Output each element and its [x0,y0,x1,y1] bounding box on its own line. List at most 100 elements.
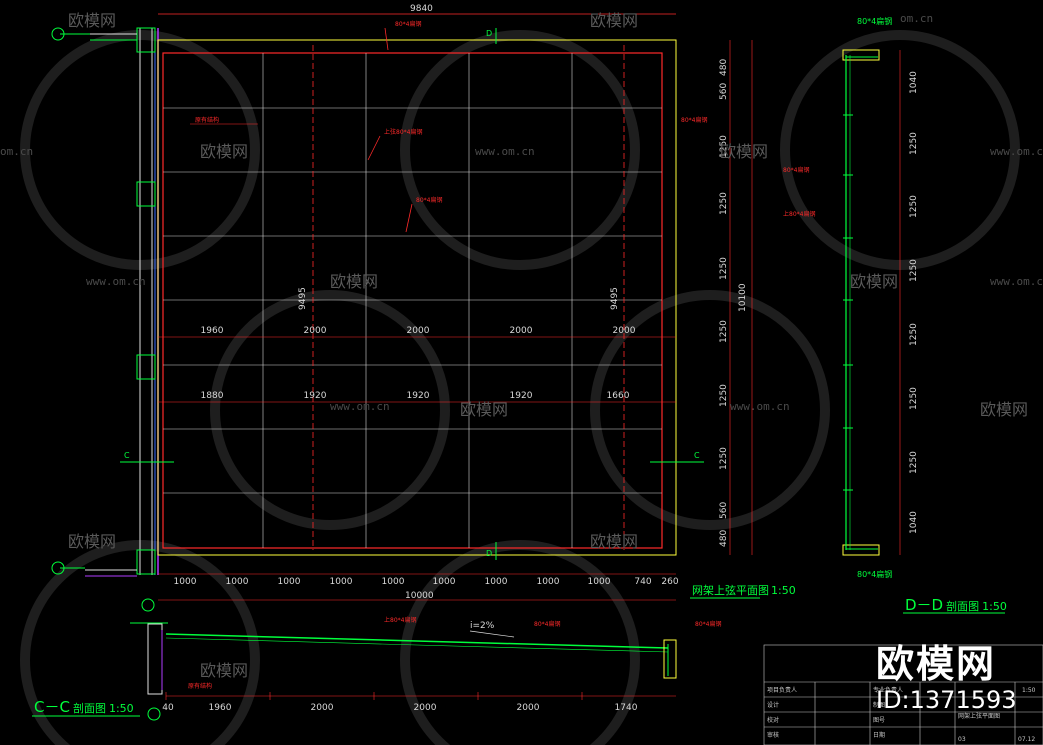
watermark-brand: 欧模网 [68,11,116,30]
tb-sheet: 03 [958,736,966,743]
v-dim-left: 9495 [298,287,308,310]
tb-row-label: 校对 [767,716,779,724]
dd-mid-label1: 80*4扁钢 [783,166,809,174]
cc-dim: 2000 [414,703,437,713]
brand-badge: 欧模网 ID:1371593 [876,642,1036,714]
cc-left-label: 原有结构 [188,682,212,690]
section-c-left-label: C [124,451,130,460]
axis-bubble-top [51,27,65,41]
row-dim: 1880 [201,391,224,401]
row-dim: 2000 [613,326,636,336]
watermark-brand: 欧模网 [200,661,248,680]
model-id: ID:1371593 [876,686,1017,714]
beam-label-a: 上弦80*4扁钢 [384,128,422,136]
watermark-brand: 欧模网 [460,400,508,419]
watermark-site: www.om.cn [475,145,535,158]
right-dim: 560 [719,83,729,100]
row-dim: 1960 [201,326,224,336]
dd-dim: 1250 [909,387,919,410]
cc-dim: 2000 [311,703,334,713]
bottom-dim: 740 [634,577,651,587]
bottom-dim: 1000 [485,577,508,587]
watermark-brand: 欧模网 [68,532,116,551]
dd-bottom-label: 80*4扁钢 [857,569,892,579]
right-dim: 1250 [719,320,729,343]
section-c-right-label: C [694,451,700,460]
cc-label3: 80*4扁钢 [695,620,721,628]
right-beam-label: 80*4扁钢 [681,116,707,124]
cc-slope: i=2% [470,621,495,631]
plan-axis-lines [312,45,625,550]
row-dim: 1920 [407,391,430,401]
watermark-brand: 欧模网 [200,142,248,161]
bottom-dim: 260 [661,577,678,587]
existing-wall [60,27,159,577]
watermark-brand: 欧模网 [850,272,898,291]
dd-top-label: 80*4扁钢 [857,16,892,26]
row-dim: 1920 [304,391,327,401]
dd-section [842,49,901,556]
outer-frame [157,39,677,556]
left-structure-label: 原有结构 [195,116,219,124]
right-dim: 1250 [719,192,729,215]
bottom-dim: 1000 [588,577,611,587]
dd-dim: 1250 [909,323,919,346]
tb-drawing-name: 网架上弦平面图 [958,712,1000,720]
brand-logo: 欧模网 [876,642,997,686]
watermark-site: www.om.cn [86,275,146,288]
tb-scale: 1:50 [1022,687,1036,694]
dd-node-ticks [843,114,853,491]
top-beam-label: 80*4扁钢 [395,20,421,28]
watermark-site: www.om.cn [330,400,390,413]
tb-row-label: 设计 [767,701,779,709]
cc-axis-bubble [147,707,161,721]
row-dim: 1920 [510,391,533,401]
d-mark-bottom: D [486,549,492,558]
watermark-site-partial: om.cn [900,12,933,25]
cc-dim: 2000 [517,703,540,713]
row2-dims: 1880 1920 1920 1920 1660 [201,391,630,401]
tb-date: 07.12 [1018,736,1035,743]
cc-dim: 1960 [209,703,232,713]
right-dim: 1250 [719,257,729,280]
row-dim: 2000 [407,326,430,336]
bottom-dim: 1000 [226,577,249,587]
right-dim: 1250 [719,447,729,470]
watermark-site-partial: om.cn [0,145,33,158]
watermarks: 欧模网欧模网欧模网欧模网欧模网欧模网欧模网欧模网欧模网欧模网欧模网www.om.… [0,11,1043,680]
axis-bubble-plan-bottom [141,598,155,612]
watermark-brand: 欧模网 [980,400,1028,419]
bottom-dim: 1000 [330,577,353,587]
bottom-dim: 1000 [382,577,405,587]
bottom-dim: 1000 [174,577,197,587]
cc-dim: 40 [162,703,174,713]
watermark-site: www.om.cn [730,400,790,413]
watermark-brand: 欧模网 [590,11,638,30]
tb-cell-label: 日期 [873,731,885,739]
row-dim: 2000 [304,326,327,336]
row-dim: 1660 [607,391,630,401]
cc-label1: 上80*4扁钢 [384,616,416,624]
cc-dim: 1740 [615,703,638,713]
title-block [763,644,1043,745]
dd-dim: 1250 [909,259,919,282]
dd-dim: 1040 [909,71,919,94]
v-dim-right: 9495 [610,287,620,310]
right-dim: 1250 [719,384,729,407]
watermark-site: www.om.cn [990,145,1043,158]
bottom-dim: 1000 [537,577,560,587]
cc-label2: 80*4扁钢 [534,620,560,628]
plan-grid [163,53,662,548]
tb-cell-label: 专业负责人 [873,686,903,694]
right-dim: 480 [719,59,729,76]
right-total-dim: 10100 [738,283,748,312]
cc-dims: 40 1960 2000 2000 2000 1740 [162,692,638,713]
dd-dim: 1250 [909,195,919,218]
tb-row-label: 项目负责人 [767,686,797,694]
